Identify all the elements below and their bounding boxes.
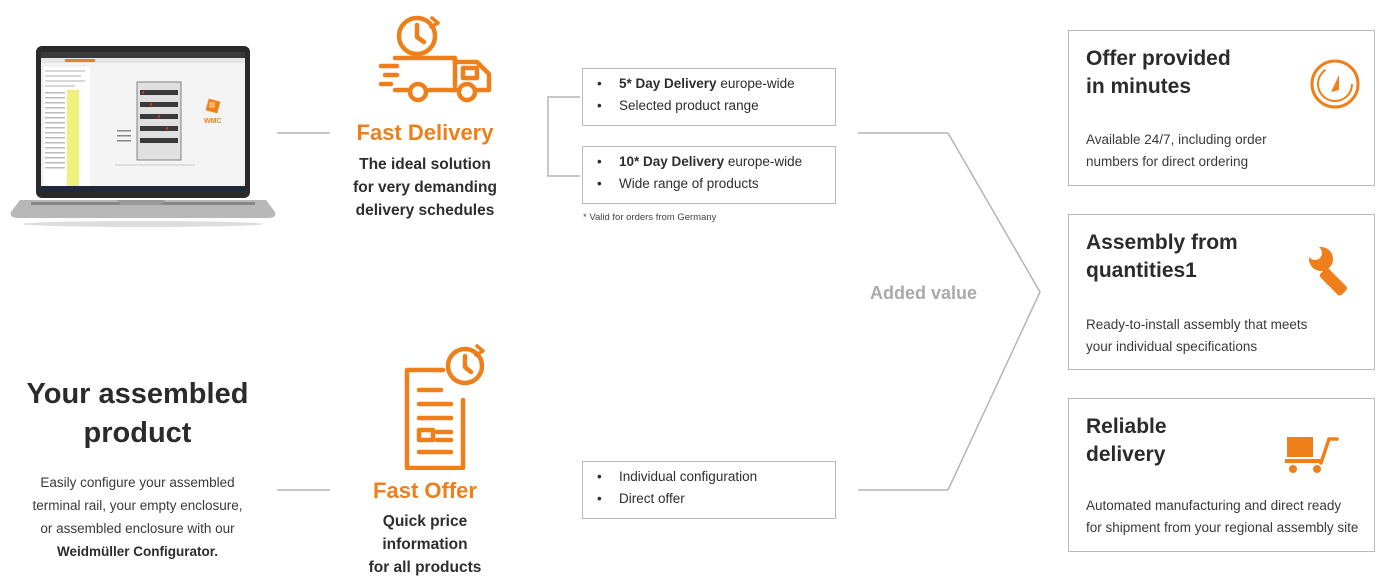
- fast-offer-title: Fast Offer: [373, 478, 477, 503]
- fast-delivery-subtitle-line: delivery schedules: [355, 202, 495, 219]
- fast-delivery-subtitle-line: The ideal solution: [359, 156, 491, 173]
- card-desc-line: numbers for direct ordering: [1086, 154, 1249, 169]
- delivery-option-text: Selected product range: [619, 98, 759, 113]
- assembled-product-desc-line: or assembled enclosure with our: [40, 521, 235, 536]
- offer-option-item: Direct offer: [597, 488, 835, 510]
- delivery-footnote: * Valid for orders from Germany: [583, 212, 717, 223]
- connector-lines: [277, 96, 1041, 491]
- delivery-option-box-10-day: 10* Day Delivery europe-wide Wide range …: [582, 146, 836, 204]
- configurator-link-text: Weidmüller Configurator.: [56, 544, 218, 559]
- stopwatch-icon: [1309, 58, 1361, 115]
- assembled-product-title: Your assembled product: [10, 375, 265, 453]
- card-description: Available 24/7, including order numbers …: [1086, 129, 1267, 173]
- card-desc-line: your individual specifications: [1086, 339, 1258, 354]
- assembled-product-desc-line: terminal rail, your empty enclosure,: [32, 498, 243, 513]
- card-title-line: quantities1: [1086, 259, 1197, 282]
- delivery-option-item: Selected product range: [597, 95, 835, 117]
- card-title: Reliable delivery: [1086, 413, 1167, 469]
- fast-offer-document-icon: [395, 340, 495, 475]
- laptop-configurator-image: WMC: [5, 40, 277, 230]
- card-desc-line: Ready-to-install assembly that meets: [1086, 317, 1308, 332]
- fast-delivery-subtitle: The ideal solution for very demanding de…: [345, 153, 505, 222]
- delivery-option-item: Wide range of products: [597, 173, 835, 195]
- assembly-quantities-card: Assembly from quantities1 Ready-to-insta…: [1068, 214, 1375, 370]
- fast-delivery-subtitle-line: for very demanding: [353, 179, 497, 196]
- card-description: Automated manufacturing and direct ready…: [1086, 495, 1358, 539]
- card-description: Ready-to-install assembly that meets you…: [1086, 314, 1307, 358]
- assembled-product-title-line: Your assembled: [26, 378, 249, 410]
- card-title-line: Assembly from: [1086, 231, 1238, 254]
- card-desc-line: Available 24/7, including order: [1086, 132, 1267, 147]
- cart-icon: [1283, 433, 1347, 480]
- fast-delivery-truck-icon: [377, 8, 497, 113]
- connector-options-bracket: [547, 96, 580, 177]
- fast-offer-subtitle-line: Quick price information: [382, 513, 468, 553]
- card-title-line: Reliable: [1086, 415, 1167, 438]
- card-title: Offer provided in minutes: [1086, 45, 1231, 101]
- delivery-option-box-5-day: 5* Day Delivery europe-wide Selected pro…: [582, 68, 836, 126]
- delivery-option-item: 5* Day Delivery europe-wide: [597, 73, 835, 95]
- offer-minutes-card: Offer provided in minutes Available 24/7…: [1068, 30, 1375, 186]
- wrench-icon: [1307, 245, 1363, 306]
- card-desc-line: Automated manufacturing and direct ready: [1086, 498, 1342, 513]
- fast-offer-subtitle-line: for all products: [368, 559, 482, 576]
- assembled-product-desc-line: Easily configure your assembled: [40, 475, 235, 490]
- added-value-chevron: [947, 132, 1041, 491]
- assembled-product-title-line: product: [83, 417, 192, 449]
- card-title-line: in minutes: [1086, 75, 1192, 98]
- assembled-product-description: Easily configure your assembled terminal…: [10, 471, 265, 563]
- delivery-option-text: europe-wide: [724, 154, 803, 169]
- card-title-line: delivery: [1086, 443, 1166, 466]
- card-desc-line: for shipment from your regional assembly…: [1086, 520, 1359, 535]
- fast-offer-subtitle: Quick price information for all products: [345, 510, 505, 579]
- card-title: Assembly from quantities1: [1086, 229, 1238, 285]
- delivery-option-text: europe-wide: [716, 76, 795, 91]
- laptop-logo-text: WMC: [204, 118, 222, 125]
- delivery-option-bold: 5* Day Delivery: [619, 76, 717, 91]
- card-title-line: Offer provided: [1086, 47, 1231, 70]
- fast-delivery-title: Fast Delivery: [356, 120, 494, 145]
- reliable-delivery-card: Reliable delivery Automated manufacturin…: [1068, 398, 1375, 552]
- added-value-label: Added value: [870, 283, 978, 303]
- delivery-option-item: 10* Day Delivery europe-wide: [597, 151, 835, 173]
- offer-option-item: Individual configuration: [597, 466, 835, 488]
- offer-option-box: Individual configuration Direct offer: [582, 461, 836, 519]
- delivery-option-text: Wide range of products: [619, 176, 759, 191]
- delivery-option-bold: 10* Day Delivery: [619, 154, 725, 169]
